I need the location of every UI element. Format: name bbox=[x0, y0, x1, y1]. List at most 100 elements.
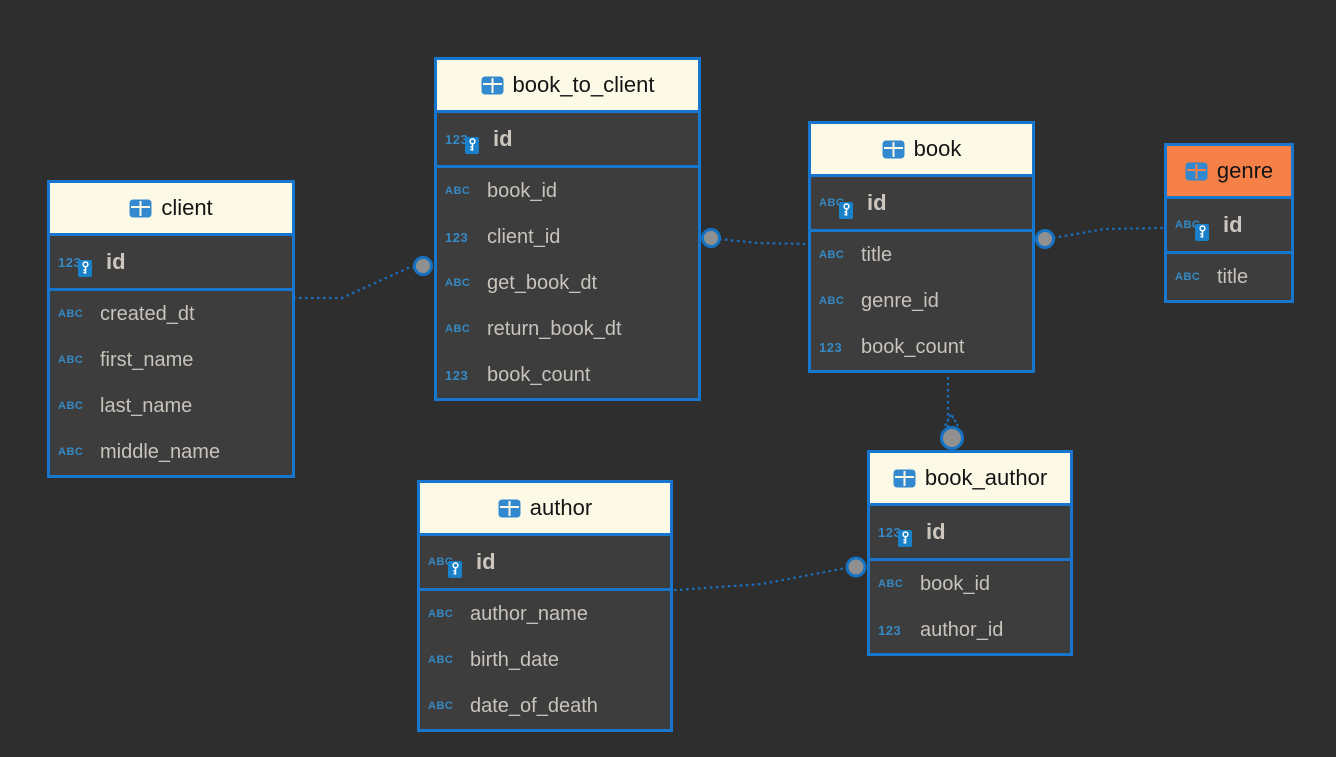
column-row[interactable]: ABC title bbox=[811, 232, 1032, 278]
table-author-header[interactable]: author bbox=[420, 483, 670, 536]
text-type-icon: ABC bbox=[428, 699, 454, 712]
column-row-pk[interactable]: ABC id bbox=[811, 177, 1032, 232]
numeric-type-icon: 123 bbox=[58, 256, 94, 277]
column-name: title bbox=[1217, 265, 1249, 288]
relation-client-book_to_client[interactable] bbox=[293, 265, 417, 300]
primary-key-icon bbox=[898, 529, 912, 547]
column-row[interactable]: ABC first_name bbox=[50, 337, 292, 383]
column-name: id bbox=[926, 519, 946, 544]
relation-book_to_client-book[interactable] bbox=[718, 237, 809, 246]
numeric-type-icon: 123 bbox=[445, 133, 481, 154]
relation-endpoint[interactable] bbox=[845, 556, 867, 578]
column-row[interactable]: ABC get_book_dt bbox=[437, 260, 698, 306]
column-name: last_name bbox=[100, 394, 193, 417]
table-icon bbox=[882, 140, 905, 158]
table-book_to_client-header[interactable]: book_to_client bbox=[437, 60, 698, 113]
primary-key-icon bbox=[465, 136, 479, 154]
column-row[interactable]: ABC birth_date bbox=[420, 637, 670, 683]
relation-endpoint[interactable] bbox=[1035, 229, 1055, 249]
column-row[interactable]: 123 book_count bbox=[811, 324, 1032, 370]
numeric-type-icon: 123 bbox=[445, 367, 469, 383]
table-book_author[interactable]: book_author 123 id ABC book_id 123 autho… bbox=[867, 450, 1073, 656]
column-name: book_count bbox=[861, 335, 965, 358]
column-row[interactable]: ABC book_id bbox=[437, 168, 698, 214]
column-row-pk[interactable]: ABC id bbox=[1167, 199, 1291, 254]
column-row[interactable]: ABC date_of_death bbox=[420, 683, 670, 729]
text-type-icon: ABC bbox=[445, 184, 471, 197]
table-icon bbox=[1185, 162, 1208, 180]
column-row[interactable]: ABC middle_name bbox=[50, 429, 292, 475]
column-name: author_name bbox=[470, 602, 588, 625]
column-name: middle_name bbox=[100, 440, 221, 463]
column-name: return_book_dt bbox=[487, 317, 622, 340]
text-type-icon: ABC bbox=[428, 653, 454, 666]
relation-arrowhead bbox=[944, 411, 959, 427]
text-type-icon: ABC bbox=[819, 248, 845, 261]
numeric-type-icon: 123 bbox=[819, 339, 843, 355]
table-book-header[interactable]: book bbox=[811, 124, 1032, 177]
column-name: genre_id bbox=[861, 289, 939, 312]
column-name: get_book_dt bbox=[487, 271, 598, 294]
text-type-icon: ABC bbox=[878, 577, 904, 590]
column-row-pk[interactable]: 123 id bbox=[437, 113, 698, 168]
column-name: book_id bbox=[487, 179, 558, 202]
numeric-type-icon: 123 bbox=[445, 229, 469, 245]
text-type-icon: ABC bbox=[445, 322, 471, 335]
column-row-pk[interactable]: 123 id bbox=[870, 506, 1070, 561]
column-row[interactable]: ABC author_name bbox=[420, 591, 670, 637]
column-name: date_of_death bbox=[470, 694, 598, 717]
column-row[interactable]: ABC last_name bbox=[50, 383, 292, 429]
column-row[interactable]: ABC created_dt bbox=[50, 291, 292, 337]
relation-endpoint[interactable] bbox=[701, 228, 721, 248]
table-book[interactable]: book ABC id ABC title ABC genre_id 123 b… bbox=[808, 121, 1035, 373]
column-name: id bbox=[106, 249, 126, 274]
text-type-icon: ABC bbox=[428, 607, 454, 620]
relation-endpoint[interactable] bbox=[413, 256, 433, 276]
primary-key-icon bbox=[839, 201, 853, 219]
table-icon bbox=[893, 469, 916, 487]
table-client-header[interactable]: client bbox=[50, 183, 292, 236]
column-row[interactable]: ABC title bbox=[1167, 254, 1291, 300]
table-book_to_client[interactable]: book_to_client 123 id ABC book_id 123 cl… bbox=[434, 57, 701, 401]
column-row[interactable]: 123 client_id bbox=[437, 214, 698, 260]
column-row[interactable]: 123 author_id bbox=[870, 607, 1070, 653]
table-title: author bbox=[529, 495, 593, 520]
column-name: author_id bbox=[920, 618, 1004, 641]
text-type-icon: ABC bbox=[58, 445, 84, 458]
text-type-icon: ABC bbox=[1175, 270, 1201, 283]
table-title: book bbox=[913, 136, 962, 161]
table-genre-header[interactable]: genre bbox=[1167, 146, 1291, 199]
primary-key-icon bbox=[1195, 223, 1209, 241]
table-book_author-header[interactable]: book_author bbox=[870, 453, 1070, 506]
column-row[interactable]: ABC genre_id bbox=[811, 278, 1032, 324]
table-author[interactable]: author ABC id ABC author_name ABC birth_… bbox=[417, 480, 673, 732]
column-row[interactable]: ABC book_id bbox=[870, 561, 1070, 607]
primary-key-icon bbox=[78, 259, 92, 277]
column-name: title bbox=[861, 243, 893, 266]
table-genre[interactable]: genre ABC id ABC title bbox=[1164, 143, 1294, 303]
relation-endpoint[interactable] bbox=[940, 426, 964, 450]
column-name: created_dt bbox=[100, 302, 195, 325]
column-name: birth_date bbox=[470, 648, 559, 671]
text-type-icon: ABC bbox=[58, 353, 84, 366]
table-icon bbox=[498, 499, 521, 517]
table-client[interactable]: client 123 id ABC created_dt ABC first_n… bbox=[47, 180, 295, 478]
column-name: book_count bbox=[487, 363, 591, 386]
text-type-icon: ABC bbox=[445, 276, 471, 289]
column-row-pk[interactable]: 123 id bbox=[50, 236, 292, 291]
numeric-type-icon: 123 bbox=[878, 622, 902, 638]
table-icon bbox=[129, 199, 152, 217]
relation-book-genre[interactable] bbox=[1052, 226, 1167, 240]
text-type-icon: ABC bbox=[819, 294, 845, 307]
column-name: id bbox=[867, 190, 887, 215]
relation-author-book_author[interactable] bbox=[662, 566, 847, 592]
table-title: client bbox=[161, 195, 213, 220]
column-name: book_id bbox=[920, 572, 991, 595]
numeric-type-icon: 123 bbox=[878, 526, 914, 547]
column-row[interactable]: ABC return_book_dt bbox=[437, 306, 698, 352]
text-type-icon: ABC bbox=[428, 556, 464, 578]
text-type-icon: ABC bbox=[819, 197, 855, 219]
column-row[interactable]: 123 book_count bbox=[437, 352, 698, 398]
column-row-pk[interactable]: ABC id bbox=[420, 536, 670, 591]
